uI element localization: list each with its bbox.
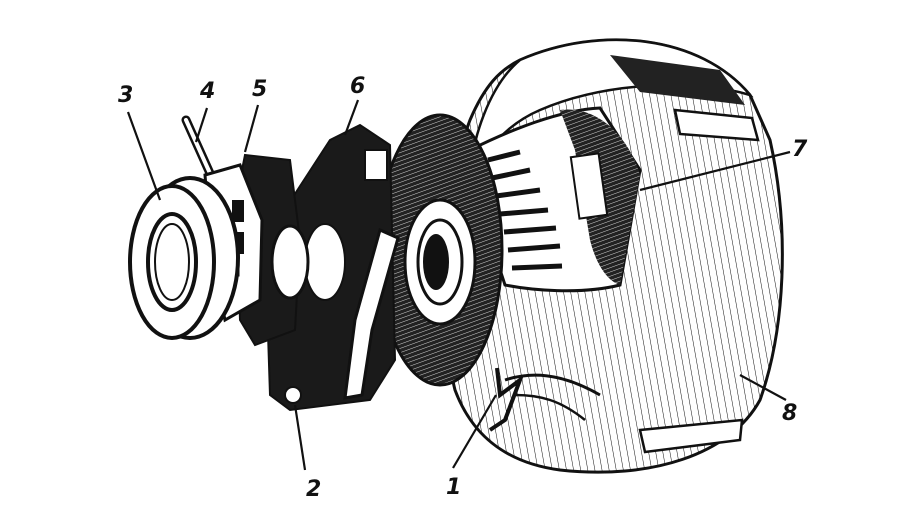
- ring-nut: [128, 176, 240, 340]
- leader-1: [452, 394, 497, 469]
- scale-ticks: [487, 149, 563, 271]
- brush-disc: [376, 113, 504, 387]
- drum-top-band: [610, 55, 745, 105]
- bracket-slot-1: [232, 200, 244, 222]
- leader-2: [293, 404, 307, 471]
- callout-1: 1: [446, 475, 461, 500]
- wire-lead: [504, 373, 601, 397]
- callout-7: 7: [792, 137, 808, 162]
- leader-6: [343, 99, 360, 136]
- drum-clip-bottom: [638, 418, 744, 454]
- wire-lead-2: [514, 393, 586, 421]
- callout-4: 4: [199, 79, 215, 104]
- leader-8: [739, 374, 787, 401]
- brush-disc-hub: [423, 234, 449, 290]
- drum-slot: [569, 152, 609, 220]
- spacer-ring: [270, 224, 310, 300]
- drum-lower-shade: [465, 300, 770, 387]
- leader-lines: [126, 99, 791, 471]
- leader-3: [126, 111, 162, 201]
- callout-5: 5: [252, 77, 267, 102]
- leader-4: [194, 107, 209, 143]
- callout-8: 8: [782, 401, 797, 426]
- plate-screw: [284, 386, 302, 404]
- middle-plate-hole: [304, 223, 346, 301]
- leader-7: [639, 150, 791, 192]
- callout-3: 3: [118, 83, 133, 108]
- contact-arm: [343, 227, 400, 400]
- wire-clip: [488, 367, 525, 432]
- ring-nut-bore: [146, 212, 198, 312]
- drum-housing: [443, 38, 784, 474]
- plate-terminal: [364, 149, 388, 181]
- drum-clip-top: [673, 108, 760, 142]
- callout-6: 6: [350, 74, 365, 99]
- middle-plate: [263, 123, 400, 412]
- leader-5: [243, 104, 260, 153]
- callout-2: 2: [306, 477, 321, 502]
- ring-nut-bore-inner: [154, 223, 190, 301]
- callout-labels: 3 4 5 6 7 8 2 1: [118, 74, 808, 502]
